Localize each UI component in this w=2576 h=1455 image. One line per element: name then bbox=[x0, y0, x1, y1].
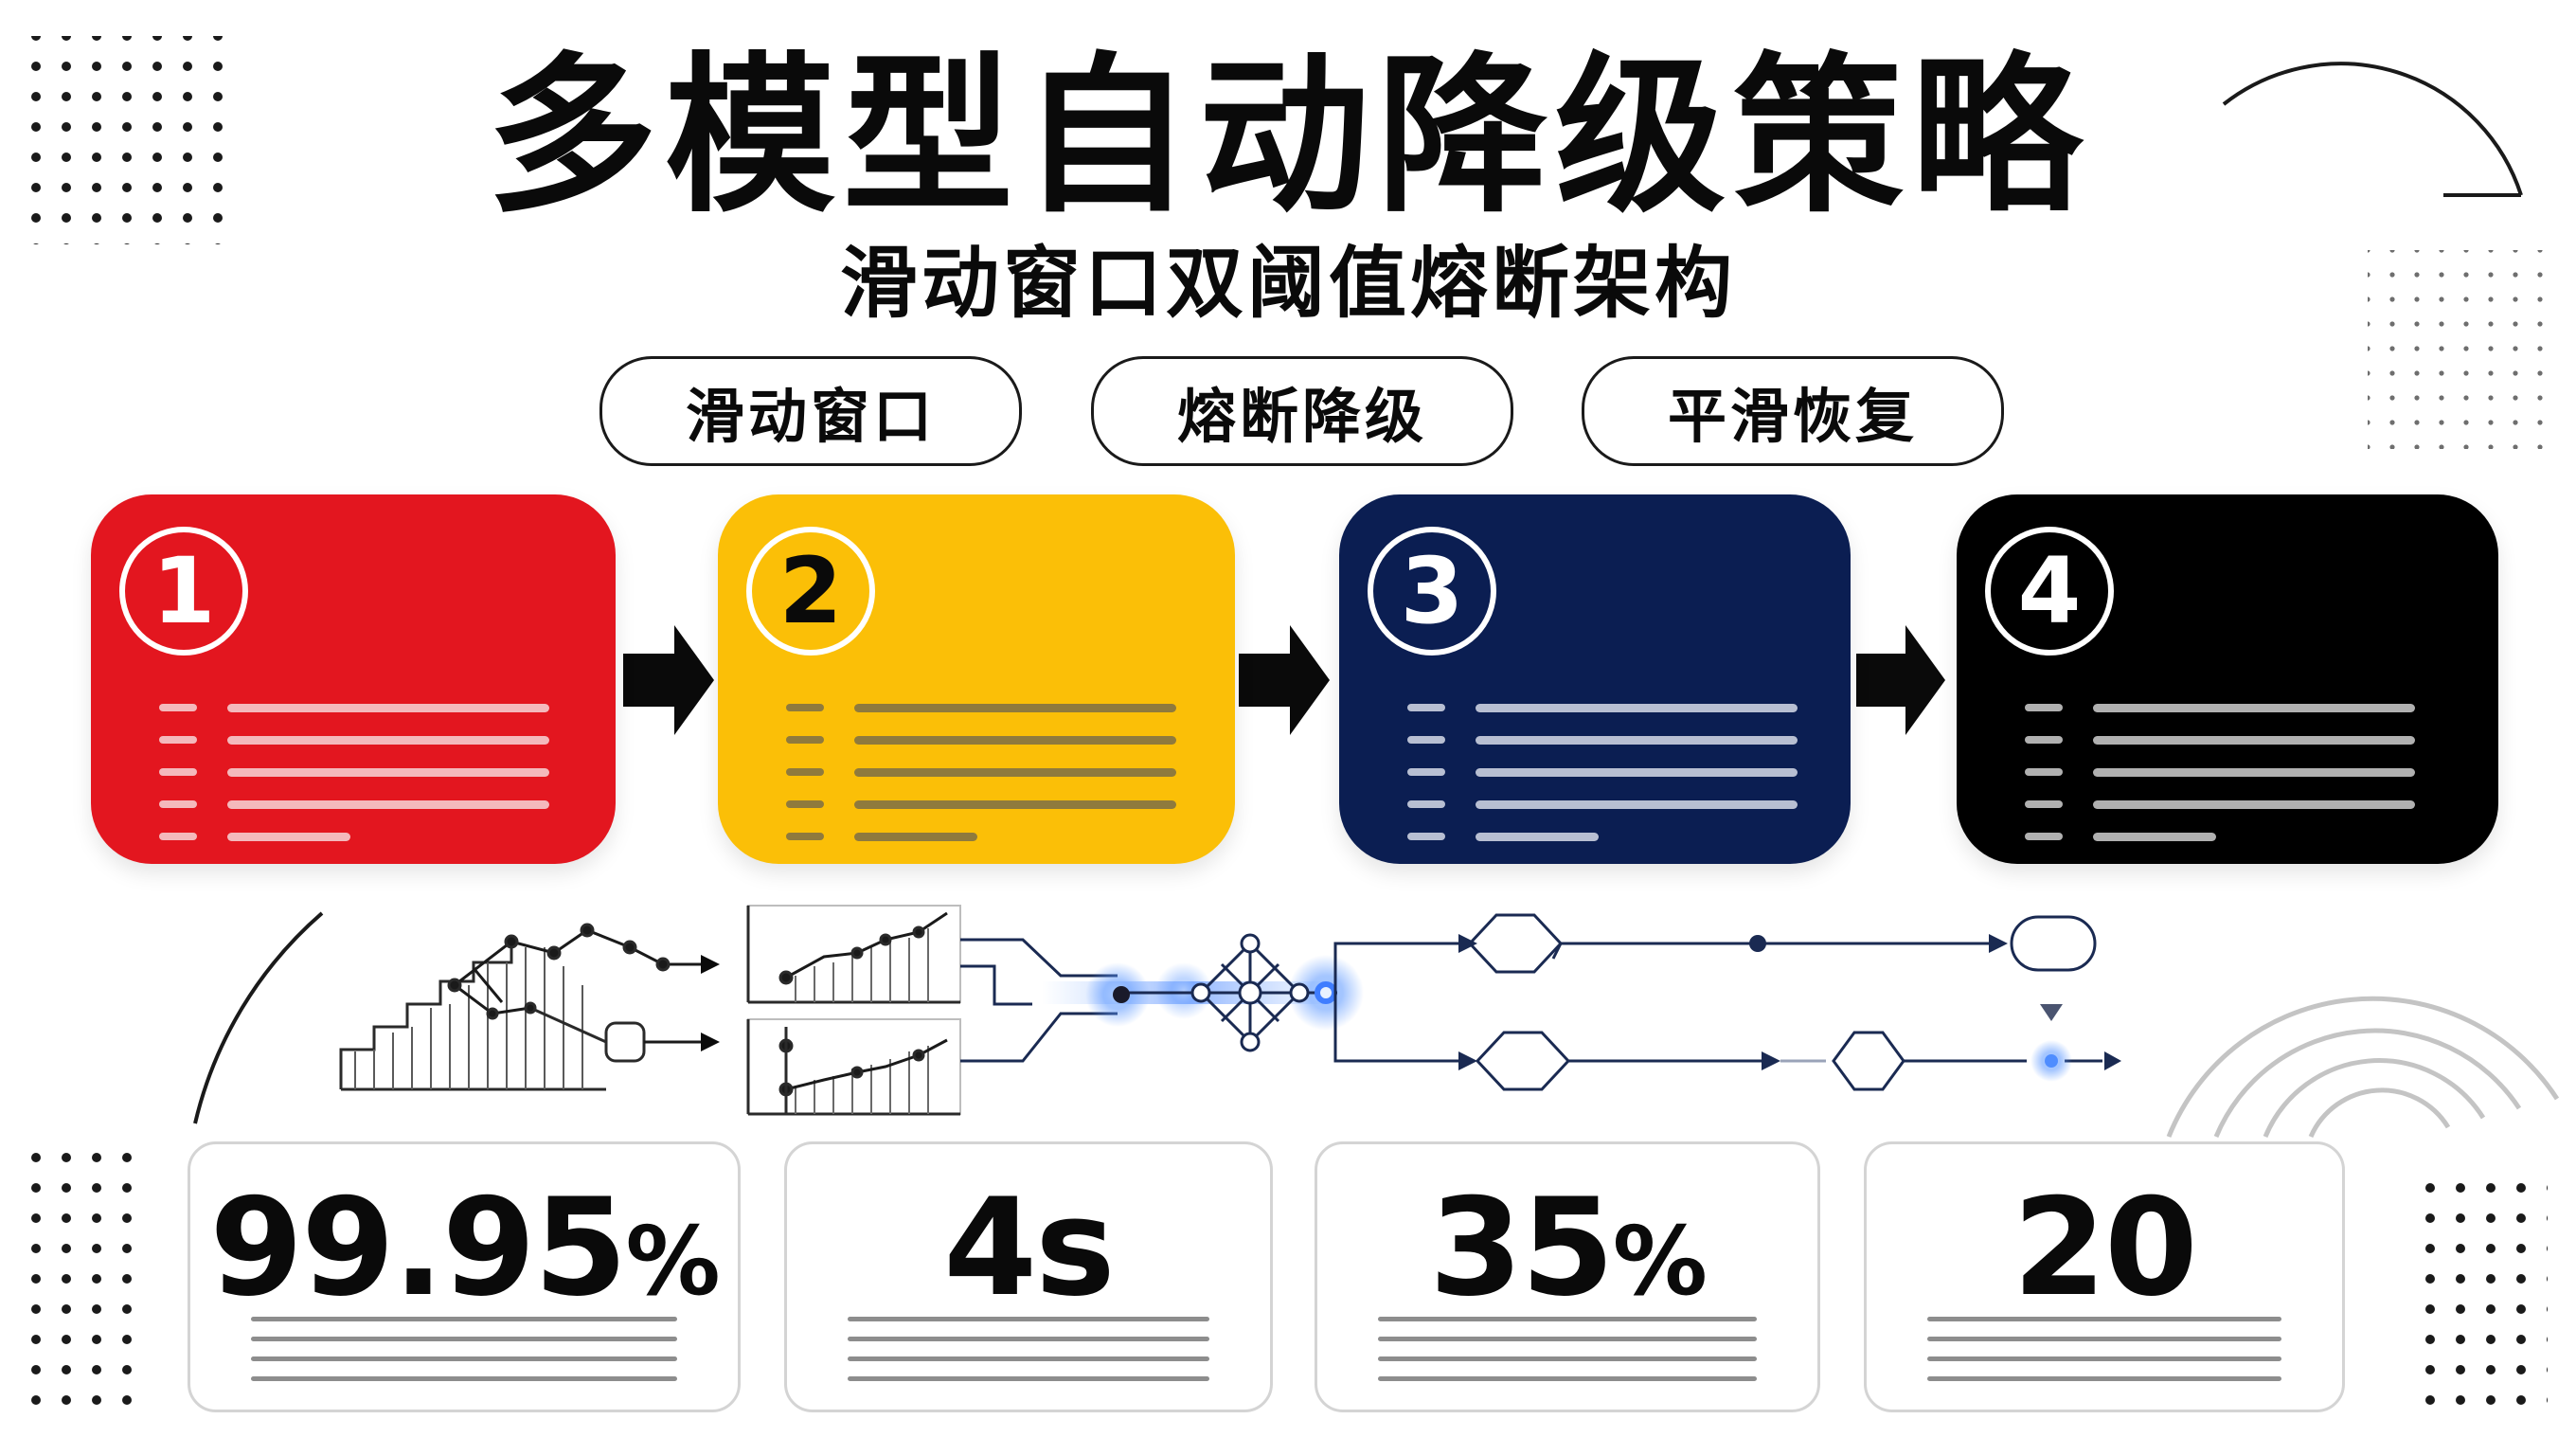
metric-unit: % bbox=[625, 1206, 720, 1317]
metric-value: 35% bbox=[1317, 1168, 1817, 1342]
step-card-placeholder-lines bbox=[1407, 692, 1805, 853]
step-card-placeholder-lines bbox=[2025, 692, 2423, 853]
metric-placeholder-lines bbox=[1378, 1317, 1757, 1396]
pill-label: 平滑恢复 bbox=[1667, 382, 1918, 451]
pill-label: 滑动窗口 bbox=[685, 382, 936, 451]
page-title: 多模型自动降级策略 bbox=[486, 38, 2089, 236]
circuit-flow-icon bbox=[1333, 913, 2102, 1091]
pill-sliding-window: 滑动窗口 bbox=[599, 356, 1022, 466]
metric-number: 4s bbox=[943, 1170, 1115, 1326]
metric-unit: % bbox=[1612, 1206, 1708, 1317]
pill-smooth-recovery: 平滑恢复 bbox=[1582, 356, 2004, 466]
metric-card-2: 4s bbox=[784, 1141, 1273, 1412]
step-card-4: 4 bbox=[1957, 494, 2498, 864]
step-card-placeholder-lines bbox=[786, 692, 1184, 853]
step-number-badge: 4 bbox=[1985, 527, 2114, 656]
concentric-arcs-icon bbox=[2166, 996, 2560, 1139]
pill-circuit-breaker: 熔断降级 bbox=[1091, 356, 1513, 466]
metric-value: 20 bbox=[1867, 1168, 2342, 1329]
metric-placeholder-lines bbox=[1927, 1317, 2281, 1396]
metric-number: 35 bbox=[1429, 1170, 1615, 1326]
metric-card-4: 20 bbox=[1864, 1141, 2345, 1412]
step-number-badge: 3 bbox=[1368, 527, 1496, 656]
pill-label: 熔断降级 bbox=[1176, 382, 1427, 451]
metric-placeholder-lines bbox=[251, 1317, 677, 1396]
metric-card-1: 99.95% bbox=[188, 1141, 741, 1412]
step-card-2: 2 bbox=[718, 494, 1235, 864]
metric-value: 99.95% bbox=[190, 1168, 738, 1342]
metric-card-3: 35% bbox=[1315, 1141, 1820, 1412]
step-number-badge: 2 bbox=[746, 527, 875, 656]
metric-value: 4s bbox=[787, 1168, 1270, 1329]
network-node-icon bbox=[1042, 933, 1364, 1052]
metric-number: 20 bbox=[2012, 1170, 2198, 1326]
step-card-1: 1 bbox=[91, 494, 616, 864]
metric-number: 99.95 bbox=[209, 1170, 627, 1326]
step-chart-icon bbox=[339, 923, 701, 1091]
step-card-3: 3 bbox=[1339, 494, 1851, 864]
step-number-badge: 1 bbox=[119, 527, 248, 656]
step-card-placeholder-lines bbox=[159, 692, 557, 853]
page-subtitle: 滑动窗口双阈值熔断架构 bbox=[839, 239, 1736, 329]
metric-placeholder-lines bbox=[848, 1317, 1209, 1396]
line-chart-icon bbox=[746, 905, 961, 1116]
